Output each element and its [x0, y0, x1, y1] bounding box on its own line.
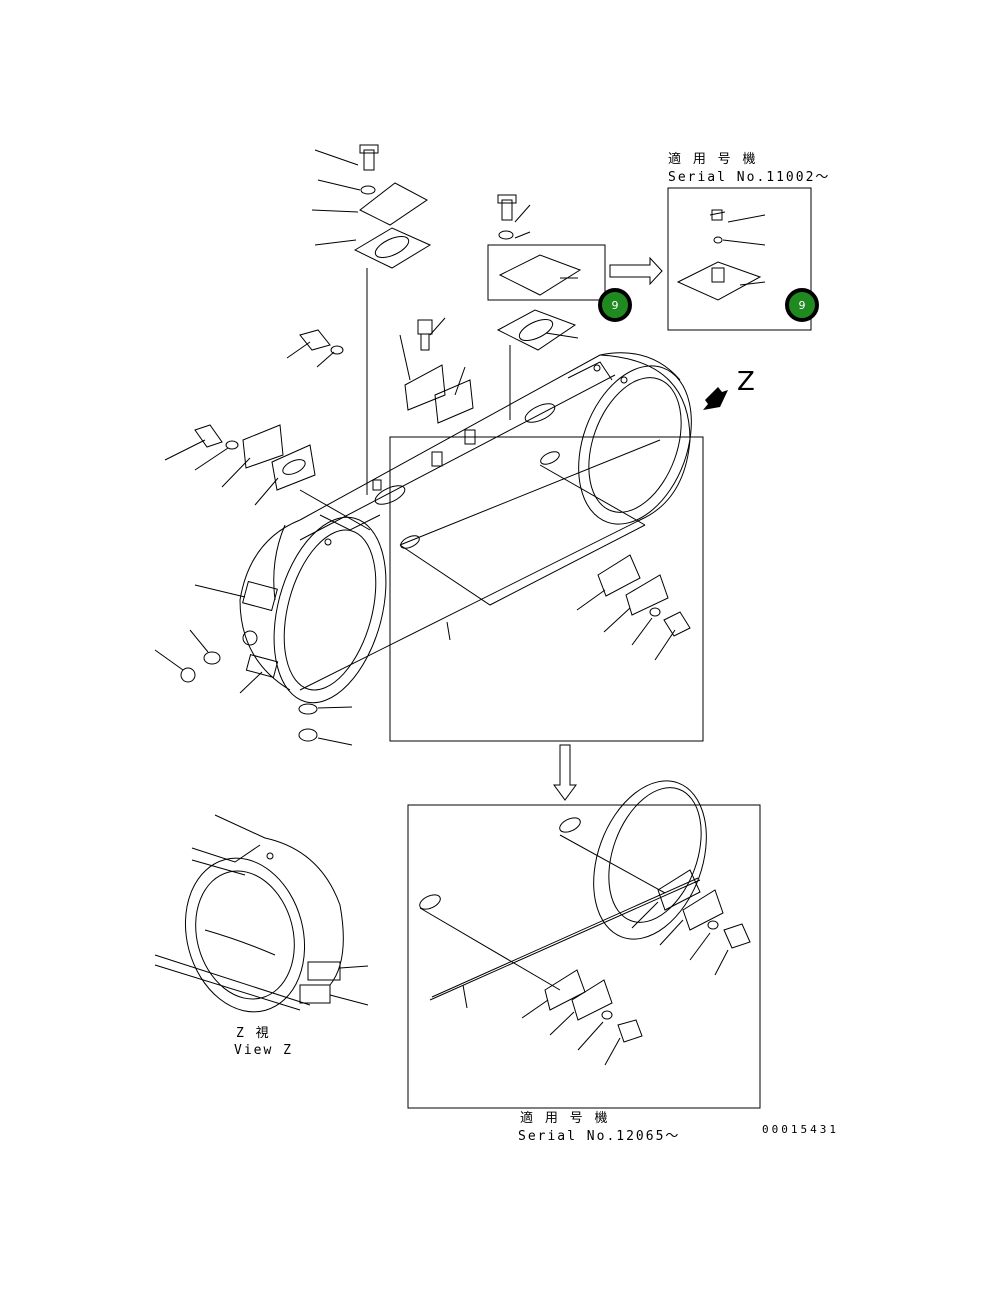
callout-badge[interactable]: 9 — [785, 288, 819, 322]
callout-label: 9 — [798, 298, 806, 312]
view-z-jp: Z 視 — [236, 1026, 271, 1041]
serial-top-jp: 適 用 号 機 — [668, 152, 758, 167]
view-z-arrow-letter: Z — [737, 367, 755, 397]
serial-bottom-jp: 適 用 号 機 — [520, 1111, 610, 1126]
view-z-en: View Z — [234, 1043, 293, 1058]
view-z-drawing — [154, 814, 369, 1013]
side-plate-boundary — [389, 436, 704, 801]
exploded-parts-top — [180, 144, 691, 742]
callout-badge[interactable]: 9 — [598, 288, 632, 322]
serial-bottom-en: Serial No.12065～ — [518, 1129, 681, 1144]
view-z-arrow — [703, 387, 728, 410]
inset-serial-12065 — [407, 780, 761, 1109]
inset-serial-11002 — [667, 187, 812, 331]
serial-top-en: Serial No.11002～ — [668, 170, 831, 185]
part-number: 00015431 — [762, 1123, 839, 1136]
inset-old-cover — [487, 244, 663, 301]
main-housing — [239, 352, 692, 704]
callout-label: 9 — [611, 298, 619, 312]
leader-lines-top — [154, 149, 676, 746]
